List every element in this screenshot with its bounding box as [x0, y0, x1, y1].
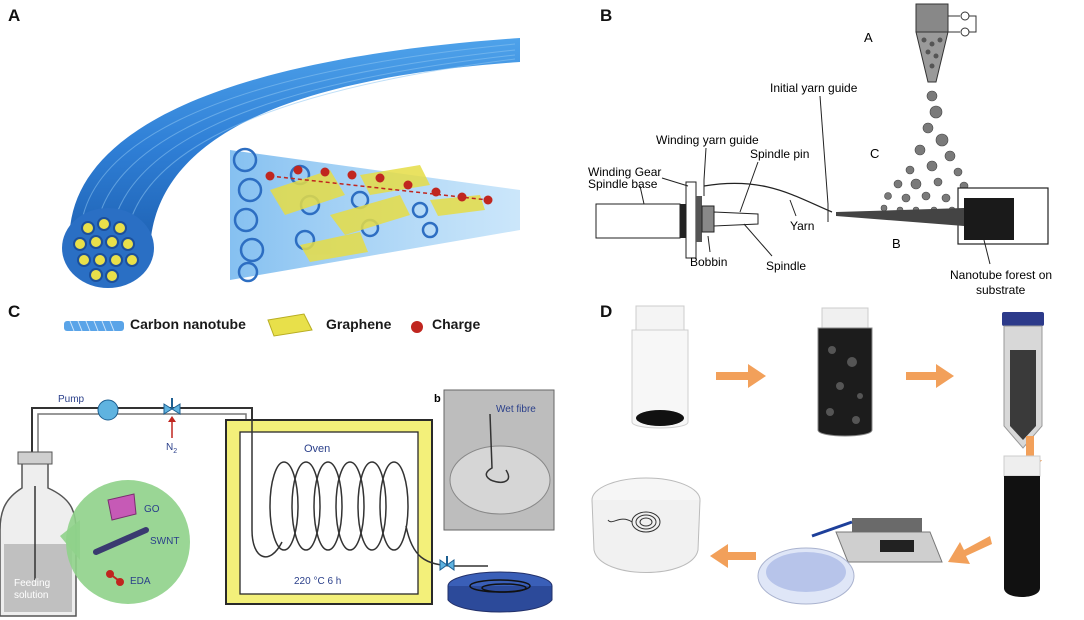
panel-c-label: C — [8, 302, 21, 321]
nanotube-ends — [232, 147, 439, 283]
panel-c: C Carbon nanotube Graphene Charge Pump N… — [0, 300, 560, 620]
label-winding-yarn-guide: Winding yarn guide — [656, 133, 759, 147]
coil-tubing — [251, 420, 488, 567]
legend-graphene: Graphene — [326, 316, 392, 332]
nanotube-ribbon — [836, 208, 964, 226]
label-spindle: Spindle — [766, 259, 806, 273]
panel-b-label: B — [600, 6, 613, 25]
arrow-5 — [710, 544, 756, 568]
panel-a: A — [0, 0, 540, 300]
label-pump: Pump — [58, 394, 85, 405]
arrow-4 — [948, 536, 992, 564]
arrow-1 — [716, 364, 766, 388]
glass-dish-fiber — [591, 477, 701, 573]
label-eda: EDA — [130, 576, 151, 587]
label-go: GO — [144, 504, 160, 515]
syringe-pump — [811, 518, 943, 563]
fiber-illustration — [62, 38, 521, 288]
label-feeding-solution-1: Feeding — [14, 578, 50, 589]
vial-empty — [631, 305, 689, 429]
label-wet-fibre: Wet fibre — [496, 404, 536, 415]
label-inset-b: b — [434, 393, 441, 405]
swnt-icon — [93, 527, 149, 555]
label-feeding-solution-2: solution — [14, 590, 48, 601]
graphene-swatch-icon — [267, 313, 313, 337]
dispersion-tube — [1003, 455, 1041, 597]
label-winding-gear: Winding Gear — [588, 165, 661, 179]
label-nanotube-forest: Nanotube forest on — [950, 268, 1052, 282]
label-letter-a: A — [864, 30, 873, 45]
cross-section-tubes — [73, 217, 139, 283]
carbon-nanotube-swatch — [64, 320, 124, 332]
panel-d-label: D — [600, 302, 613, 321]
label-oven-temp: 220 °C 6 h — [294, 576, 341, 587]
pump-icon — [97, 399, 119, 421]
legend: Carbon nanotube Graphene Charge — [64, 312, 534, 342]
label-yarn: Yarn — [790, 219, 814, 233]
go-icon — [107, 493, 137, 521]
label-substrate: substrate — [976, 283, 1026, 297]
label-initial-yarn-guide: Initial yarn guide — [770, 81, 858, 95]
vial-dispersion — [817, 307, 873, 437]
label-n2: N2 — [166, 442, 177, 455]
hydrothermal-setup-diagram: Pump N2 Feeding solution GO SWNT EDA Ove… — [0, 389, 555, 617]
charge-swatch-icon — [411, 321, 423, 333]
petri-dish — [757, 547, 855, 605]
panel-b: B A C B Nanotube forest on substrate — [544, 0, 1084, 300]
eda-icon — [106, 570, 124, 586]
label-letter-c: C — [870, 146, 879, 161]
panel-a-label: A — [8, 6, 21, 25]
label-oven: Oven — [304, 443, 330, 455]
spinning-setup-diagram: A C B Nanotube forest on substrate — [588, 3, 1052, 297]
legend-charge: Charge — [432, 316, 481, 332]
label-spindle-pin: Spindle pin — [750, 147, 809, 161]
label-letter-b: B — [892, 236, 901, 251]
label-spindle-base: Spindle base — [588, 177, 658, 191]
arrow-2 — [906, 364, 954, 388]
component-magnifier — [66, 480, 190, 604]
label-bobbin: Bobbin — [690, 255, 727, 269]
legend-carbon-nanotube: Carbon nanotube — [130, 316, 246, 332]
label-swnt: SWNT — [150, 536, 179, 547]
process-photo-sequence — [591, 305, 1044, 605]
centrifuge-tube — [1002, 312, 1044, 449]
panel-d: D — [580, 300, 1084, 620]
